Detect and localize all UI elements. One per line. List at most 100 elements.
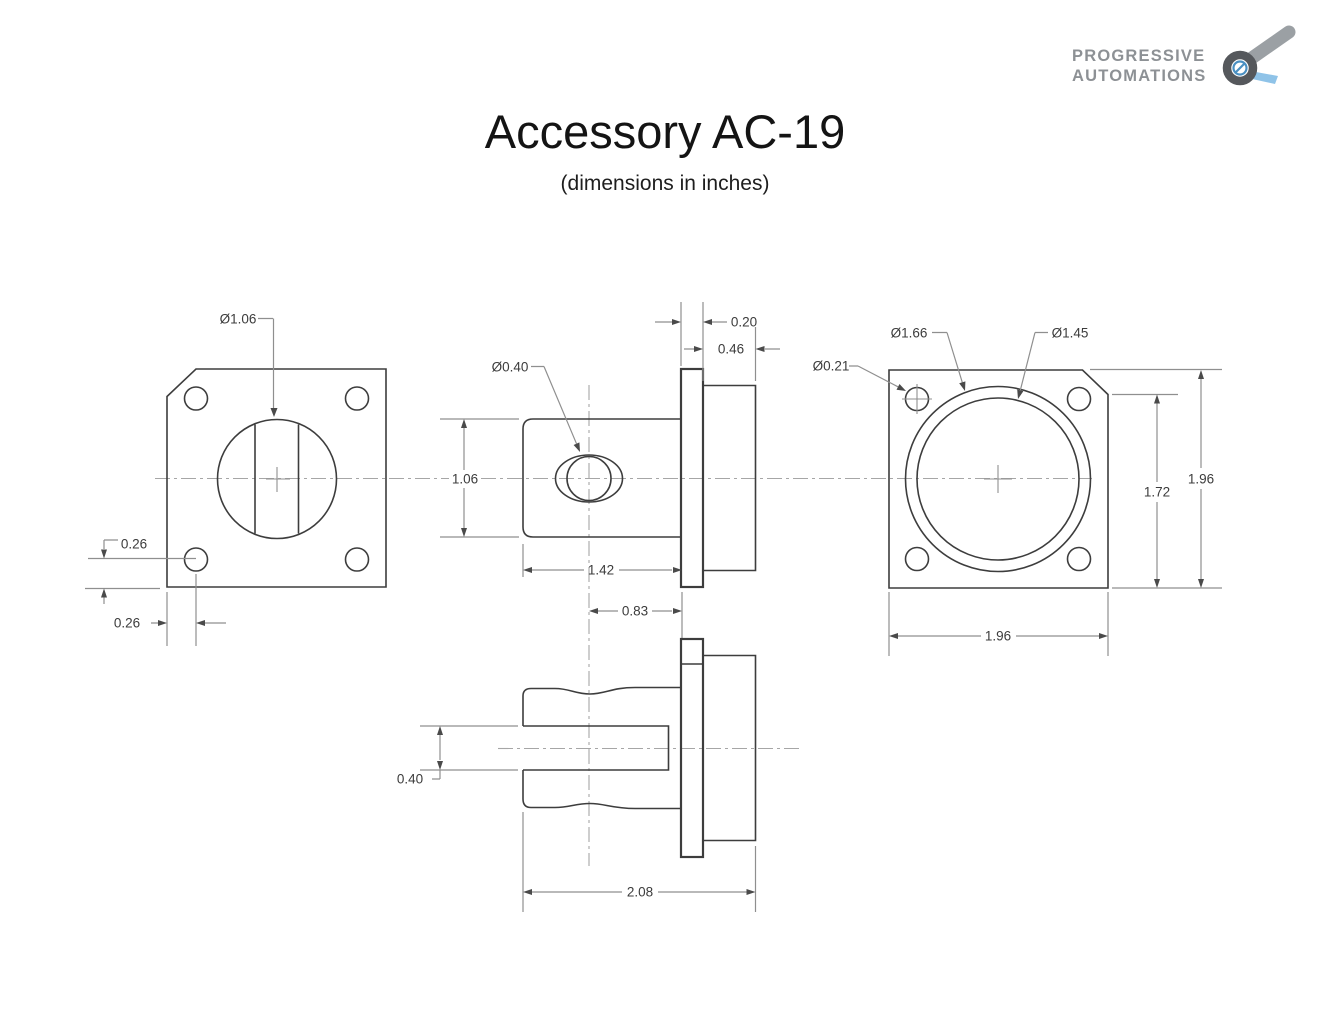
dim-front-hole-offset-horizontal: 0.26 [114,574,226,646]
centerlines [155,385,1092,866]
dim-label-flange-thickness: 0.20 [731,315,757,330]
logo-inner-circle [1232,60,1248,76]
logo-line2: AUTOMATIONS [1072,67,1207,85]
arrowhead [889,633,898,639]
bottom-fork-lower [522,770,681,810]
dim-label-mount-hole: Ø0.21 [813,359,850,374]
arrowhead [1198,579,1204,588]
bottom-cylinder-body [703,654,757,842]
arrowhead [523,567,532,573]
front-bore-circle [216,418,338,540]
side-view [522,367,757,589]
dim-bottom-slot-width: 0.40 [397,725,518,787]
arrowhead [1154,579,1160,588]
rear-boss-circle [904,385,1092,573]
logo-inner-slash [1234,62,1246,74]
arrowhead [523,889,532,895]
dim-label-slot-width: 0.40 [397,772,423,787]
dim-label-clevis-length: 1.42 [588,563,614,578]
dim-side-flange-thickness: 0.20 [655,302,757,381]
arrowhead [1017,389,1024,399]
side-cylinder-body [703,384,757,572]
dim-rear-boss-dia: Ø1.66 [891,326,966,391]
rear-flange-outline [888,369,1109,589]
dim-label-flange-height: 1.96 [1188,472,1214,487]
arrowhead [101,549,107,559]
logo-handle [1242,25,1296,67]
side-pin-hole-ellipse [554,454,624,503]
page-title: Accessory AC-19 [484,105,846,158]
arrowhead [703,319,712,325]
arrowhead [101,588,107,598]
arrowhead [896,384,906,391]
arrowhead [673,567,682,573]
dim-side-clevis-length: 1.42 [522,544,682,578]
dim-front-hole-offset-vertical: 0.26 [85,537,196,604]
arrowhead [1099,633,1108,639]
arrowhead [694,346,703,352]
dim-side-hole-to-flange: 0.83 [589,592,683,638]
arrowhead [589,608,598,614]
dim-side-boss-length: 0.46 [684,327,780,381]
bottom-flange [679,637,705,859]
dim-front-bore: Ø1.06 [220,312,278,417]
arrowhead [959,381,966,391]
front-mount-hole-br [344,547,370,572]
dim-side-pin-hole: Ø0.40 [492,360,580,452]
rear-bore-circle [916,397,1080,561]
dim-label-boss-length: 0.46 [718,342,744,357]
logo-line1: PROGRESSIVE [1072,47,1206,65]
front-mount-hole-tl [183,386,209,411]
bottom-slot [523,725,670,771]
bottom-view [522,637,757,859]
side-clevis-body [522,418,681,538]
dim-label-offset-v: 0.26 [121,537,147,552]
dim-label-clevis-height: 1.06 [452,472,478,487]
arrowhead [196,620,205,626]
front-mount-hole-tr [344,386,370,411]
page-subtitle: (dimensions in inches) [560,172,770,195]
front-view [166,368,387,588]
dim-rear-flange-width: 1.96 [888,592,1109,656]
arrowhead [461,419,467,428]
dim-label-flange-width: 1.96 [985,629,1011,644]
front-mount-hole-bl [183,547,209,572]
side-pin-hole-circle [566,455,612,502]
dim-label-1-72: 1.72 [1144,485,1170,500]
arrowhead [158,620,167,626]
side-flange [679,367,705,589]
dim-label-bore-dia: Ø1.45 [1052,326,1089,341]
dim-bottom-overall-length: 2.08 [522,812,757,912]
arrowhead [270,408,278,417]
dim-label-offset-h: 0.26 [114,616,140,631]
dim-side-clevis-height: 1.06 [440,418,519,538]
arrowhead [461,528,467,537]
arrowhead [437,726,443,735]
arrowhead [673,608,682,614]
dim-label-hole-to-flange: 0.83 [622,604,648,619]
rear-mount-hole-br [1066,546,1092,572]
dim-label-pin-hole: Ø0.40 [492,360,529,375]
rear-mount-hole-tr [1066,386,1092,412]
dim-rear-bore-dia: Ø1.45 [1017,326,1089,399]
arrowhead [573,442,580,452]
arrowhead [672,319,681,325]
arrowhead [746,889,756,895]
arrowhead [755,346,765,352]
dim-label-overall-length: 2.08 [627,885,653,900]
front-flange-outline [166,368,387,588]
logo-magnifier-icon [1222,25,1296,86]
arrowhead [1154,394,1160,404]
dim-rear-chamfer-to-bottom: 1.72 [1112,393,1178,588]
arrowhead [1198,370,1204,379]
logo-wordmark: PROGRESSIVE AUTOMATIONS [1072,46,1207,86]
dim-label-boss-dia: Ø1.66 [891,326,928,341]
dim-label-front-bore: Ø1.06 [220,312,257,327]
arrowhead [437,761,443,770]
rear-view [888,369,1109,589]
bottom-fork-upper [522,686,681,726]
dim-rear-flange-height: 1.96 [1090,368,1222,589]
rear-mount-hole-bl [904,546,930,572]
